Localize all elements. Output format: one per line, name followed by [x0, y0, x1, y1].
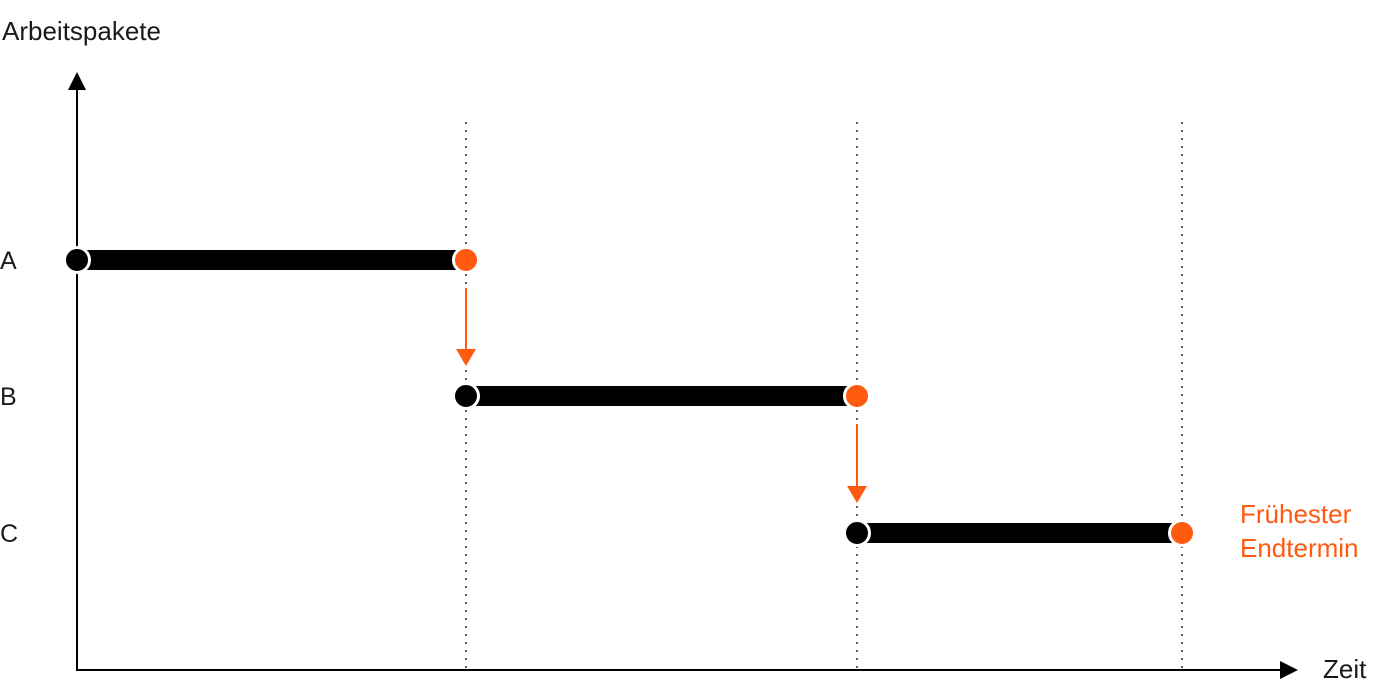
- end-marker: [452, 246, 480, 274]
- y-axis-arrow-icon: [68, 72, 86, 90]
- y-axis-title: Arbeitspakete: [2, 16, 161, 46]
- dependency-arrowhead-icon: [456, 349, 476, 366]
- task-labels: A B C: [0, 247, 18, 548]
- task-label-b: B: [0, 383, 17, 411]
- dependency-arrowhead-icon: [847, 486, 867, 503]
- end-note-line1: Frühester: [1240, 499, 1352, 529]
- start-marker: [452, 382, 480, 410]
- end-marker: [1168, 519, 1196, 547]
- dependency-arrows: [456, 288, 867, 503]
- start-marker: [843, 519, 871, 547]
- task-bar-b: [466, 386, 857, 406]
- start-marker: [63, 246, 91, 274]
- task-label-c: C: [0, 520, 18, 548]
- task-bar-a: [77, 250, 466, 270]
- task-bar-c: [857, 523, 1182, 543]
- end-note-line2: Endtermin: [1240, 533, 1359, 563]
- task-label-a: A: [0, 247, 17, 275]
- x-axis-title: Zeit: [1323, 654, 1367, 684]
- task-bars: [63, 246, 1196, 547]
- end-marker: [843, 382, 871, 410]
- x-axis-arrow-icon: [1280, 661, 1298, 679]
